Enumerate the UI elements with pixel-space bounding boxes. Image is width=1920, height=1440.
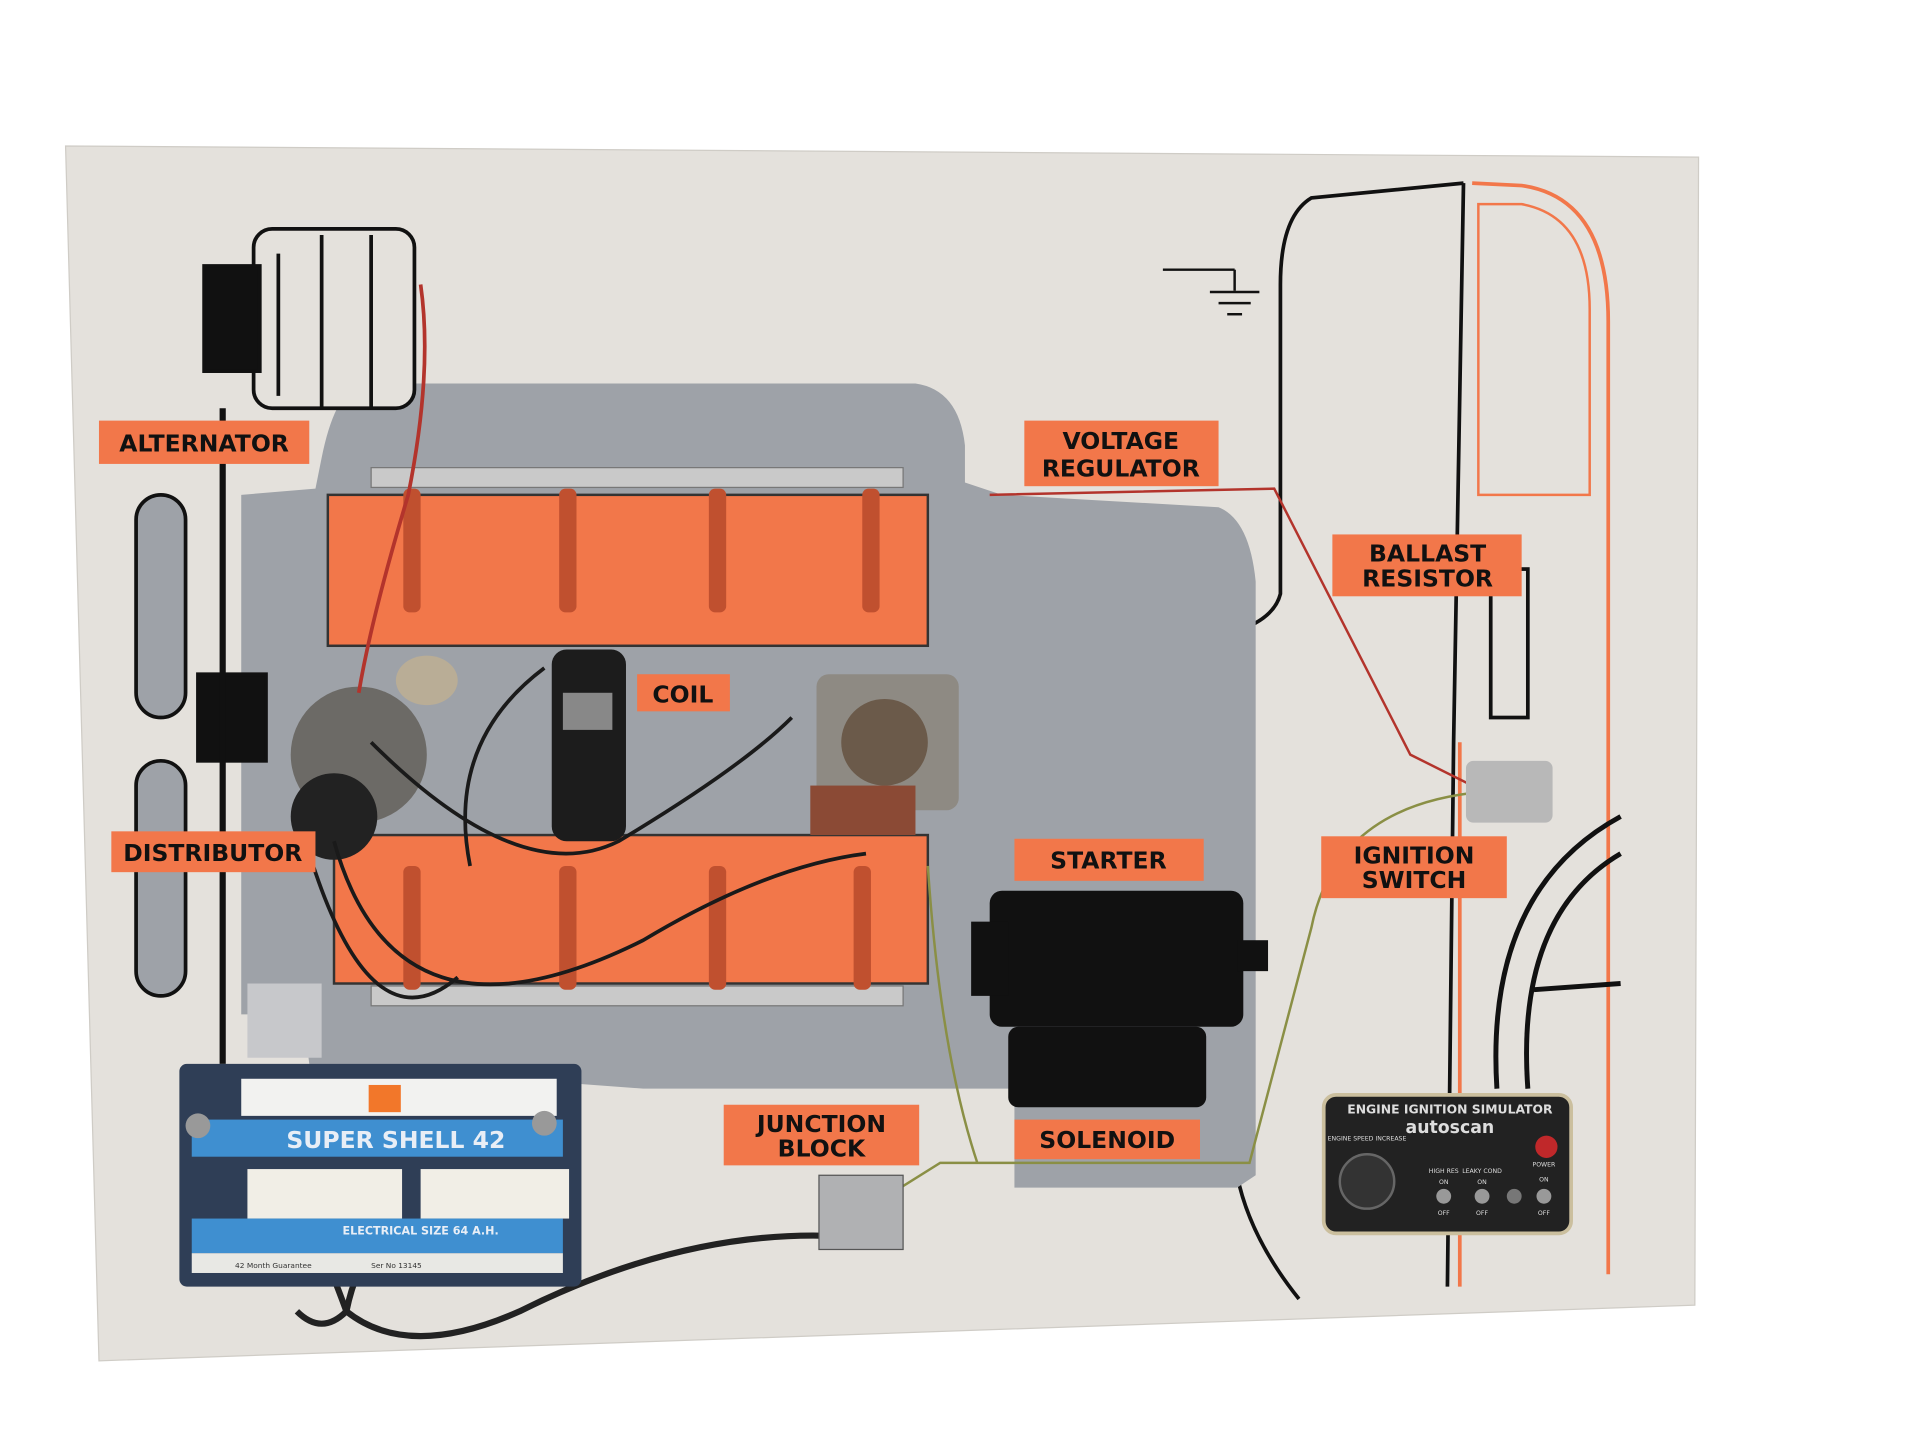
engine-speed-label: ENGINE SPEED INCREASE xyxy=(1328,1136,1407,1143)
svg-text:DISTRIBUTOR: DISTRIBUTOR xyxy=(123,839,302,867)
svg-text:COIL: COIL xyxy=(652,681,713,709)
svg-text:BALLAST: BALLAST xyxy=(1369,540,1486,568)
battery-serial: Ser No 13145 xyxy=(371,1261,422,1270)
off-label: OFF xyxy=(1538,1210,1550,1217)
simulator-brand: autoscan xyxy=(1406,1118,1495,1138)
spark-plugs xyxy=(403,488,880,990)
on-label: ON xyxy=(1477,1179,1487,1186)
carburetor-part xyxy=(810,674,959,836)
battery-size: ELECTRICAL SIZE 64 A.H. xyxy=(343,1225,499,1238)
svg-text:RESISTOR: RESISTOR xyxy=(1362,564,1493,592)
label-coil: COIL xyxy=(637,674,730,712)
engine-ignition-simulator-panel: ENGINE IGNITION SIMULATOR autoscan ENGIN… xyxy=(1321,1092,1573,1236)
off-label: OFF xyxy=(1438,1210,1450,1217)
ignition-switch-part xyxy=(1465,760,1553,823)
alternator-drawing xyxy=(202,227,417,411)
off-label: OFF xyxy=(1476,1210,1488,1217)
coil-part xyxy=(551,649,626,842)
svg-text:VOLTAGE: VOLTAGE xyxy=(1063,427,1180,455)
svg-text:STARTER: STARTER xyxy=(1050,846,1167,874)
high-res-label: HIGH RES xyxy=(1429,1168,1459,1175)
svg-text:ALTERNATOR: ALTERNATOR xyxy=(119,430,289,458)
extra-toggle[interactable] xyxy=(1506,1188,1522,1204)
junction-block-part xyxy=(818,1174,904,1251)
label-alternator: ALTERNATOR xyxy=(98,420,310,464)
label-distributor: DISTRIBUTOR xyxy=(111,831,316,873)
shell-logo xyxy=(368,1084,401,1113)
fan-drawing xyxy=(134,492,268,998)
steering-wheel-drawing xyxy=(1493,814,1622,1089)
power-lamp xyxy=(1535,1135,1558,1158)
ground-symbol xyxy=(1162,268,1260,316)
svg-text:BLOCK: BLOCK xyxy=(778,1135,866,1163)
label-starter: STARTER xyxy=(1014,838,1204,881)
high-res-toggle[interactable] xyxy=(1436,1188,1452,1204)
leaky-cond-toggle[interactable] xyxy=(1474,1188,1490,1204)
door-outline-orange xyxy=(1472,181,1611,1275)
svg-text:REGULATOR: REGULATOR xyxy=(1042,454,1200,482)
battery: SUPER SHELL 42 ELECTRICAL SIZE 64 A.H. 4… xyxy=(179,1063,582,1287)
wiring xyxy=(245,284,1486,1340)
simulator-title: ENGINE IGNITION SIMULATOR xyxy=(1347,1102,1553,1116)
car-body-outline xyxy=(1235,181,1464,1301)
svg-text:SWITCH: SWITCH xyxy=(1362,866,1467,894)
svg-text:JUNCTION: JUNCTION xyxy=(755,1110,886,1138)
svg-text:SOLENOID: SOLENOID xyxy=(1039,1126,1175,1154)
cylinder-bank-top xyxy=(326,493,930,648)
on-label: ON xyxy=(1539,1176,1549,1183)
starter-drawing xyxy=(971,890,1269,1108)
engine-speed-knob[interactable] xyxy=(1338,1152,1396,1210)
power-label: POWER xyxy=(1532,1162,1556,1169)
on-label: ON xyxy=(1439,1179,1449,1186)
power-toggle[interactable] xyxy=(1536,1188,1552,1204)
label-solenoid: SOLENOID xyxy=(1014,1119,1200,1160)
battery-guarantee: 42 Month Guarantee xyxy=(235,1261,312,1270)
distributor-part xyxy=(290,655,458,860)
leaky-cond-label: LEAKY COND xyxy=(1462,1168,1502,1175)
svg-text:IGNITION: IGNITION xyxy=(1354,842,1475,870)
battery-name: SUPER SHELL 42 xyxy=(286,1126,505,1154)
